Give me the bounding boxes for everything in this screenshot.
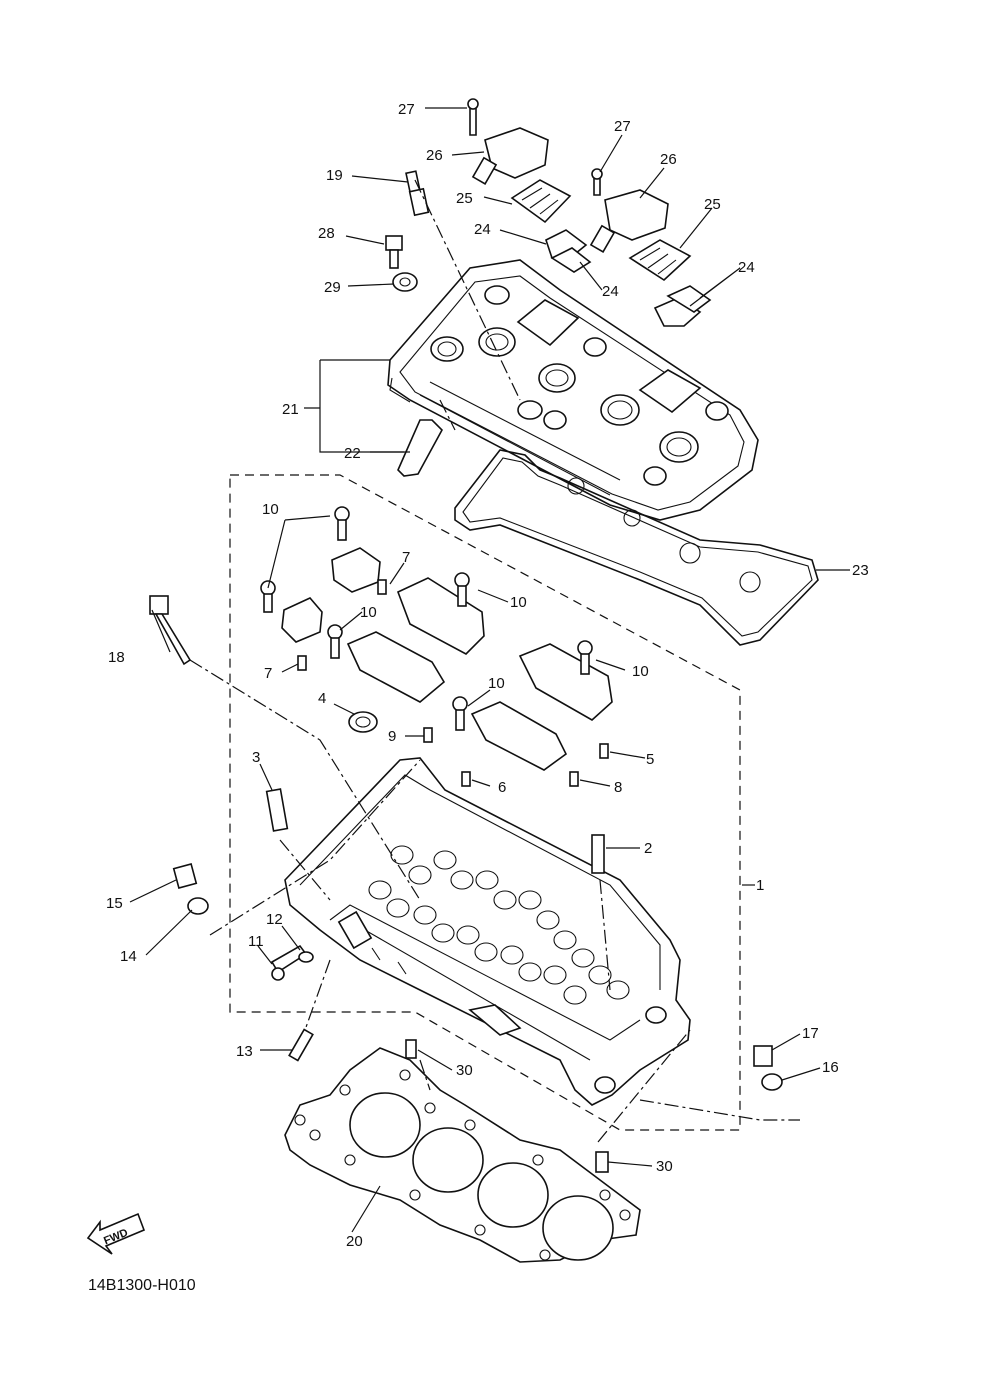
callout-14: 14 xyxy=(120,948,137,965)
callout-15: 15 xyxy=(106,895,123,912)
cylinder-head-cover xyxy=(387,259,759,521)
callout-8: 8 xyxy=(614,779,622,796)
callout-30-a: 30 xyxy=(456,1062,473,1079)
cover-gasket xyxy=(454,449,819,646)
callout-10-a: 10 xyxy=(262,501,279,518)
callout-7-b: 7 xyxy=(264,665,272,682)
callout-26-b: 26 xyxy=(660,151,677,168)
figure-code: 14B1300-H010 xyxy=(88,1277,196,1294)
callout-2: 2 xyxy=(644,840,652,857)
callout-20: 20 xyxy=(346,1233,363,1250)
callout-23: 23 xyxy=(852,562,869,579)
callout-16: 16 xyxy=(822,1059,839,1076)
callout-10-d: 10 xyxy=(632,663,649,680)
callout-21: 21 xyxy=(282,401,299,418)
callout-7-a: 7 xyxy=(402,549,410,566)
callout-17: 17 xyxy=(802,1025,819,1042)
callout-3: 3 xyxy=(252,749,260,766)
callout-27-a: 27 xyxy=(398,101,415,118)
callout-26-a: 26 xyxy=(426,147,443,164)
callout-29: 29 xyxy=(324,279,341,296)
callout-27-b: 27 xyxy=(614,118,631,135)
callout-25-b: 25 xyxy=(704,196,721,213)
callout-10-c: 10 xyxy=(360,604,377,621)
callout-1: 1 xyxy=(756,877,764,894)
callout-5: 5 xyxy=(646,751,654,768)
callout-11: 11 xyxy=(248,933,264,950)
callout-24-a: 24 xyxy=(474,221,491,238)
guide-lines xyxy=(189,179,800,1143)
leader-lines xyxy=(129,107,850,1233)
callout-28: 28 xyxy=(318,225,335,242)
callout-9: 9 xyxy=(388,728,396,745)
callout-24-c: 24 xyxy=(602,283,619,300)
callout-6: 6 xyxy=(498,779,506,796)
callout-4: 4 xyxy=(318,690,326,707)
callout-18: 18 xyxy=(108,649,125,666)
small-parts xyxy=(86,98,783,1255)
callout-19: 19 xyxy=(326,167,343,184)
callout-22: 22 xyxy=(344,445,361,462)
callout-25-a: 25 xyxy=(456,190,473,207)
head-gasket xyxy=(284,1047,641,1263)
cylinder-head xyxy=(284,757,691,1106)
callout-24-b: 24 xyxy=(738,259,755,276)
callout-30-b: 30 xyxy=(656,1158,673,1175)
callout-12: 12 xyxy=(266,911,283,928)
callout-10-e: 10 xyxy=(488,675,505,692)
callout-10-b: 10 xyxy=(510,594,527,611)
callout-13: 13 xyxy=(236,1043,253,1060)
